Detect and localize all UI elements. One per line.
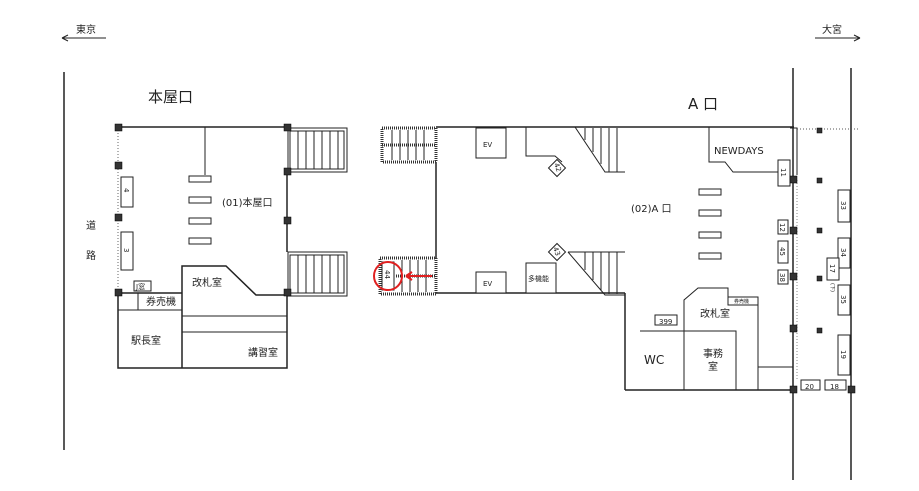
training-room-label: 講習室 bbox=[248, 346, 278, 359]
gate bbox=[188, 217, 212, 225]
gate bbox=[188, 237, 212, 245]
ticket-office-label: 改札室 bbox=[192, 276, 222, 289]
ticket-machines-box bbox=[727, 296, 759, 306]
gate bbox=[698, 252, 722, 260]
pillar-3 bbox=[120, 231, 134, 271]
small-window-box bbox=[133, 280, 152, 292]
road-label-2: 路 bbox=[86, 249, 96, 262]
svg-text:20: 20 bbox=[805, 383, 814, 391]
highlight-number: 44 bbox=[383, 270, 391, 279]
office-label: 事務 bbox=[703, 347, 723, 360]
svg-text:18: 18 bbox=[830, 383, 839, 391]
highlight-arrow-icon bbox=[405, 271, 432, 281]
svg-text:19: 19 bbox=[839, 350, 847, 359]
svg-text:42: 42 bbox=[552, 162, 563, 173]
a-ticket-office-label: 改札室 bbox=[700, 307, 730, 320]
svg-text:45: 45 bbox=[778, 247, 786, 256]
a-exit-area: A 口 NEWDAYS (02)A 口 11 12 45 38 券売機 改札室 … bbox=[624, 68, 860, 480]
svg-text:11: 11 bbox=[779, 168, 787, 177]
svg-text:4: 4 bbox=[122, 188, 130, 193]
direction-left-label: 東京 bbox=[76, 23, 96, 36]
svg-text:17: 17 bbox=[828, 264, 836, 273]
svg-text:399: 399 bbox=[659, 318, 672, 326]
gate bbox=[188, 175, 212, 183]
svg-text:12: 12 bbox=[778, 223, 786, 232]
svg-text:43: 43 bbox=[551, 246, 562, 257]
highlight-circle bbox=[373, 261, 403, 291]
gate bbox=[698, 231, 722, 239]
stairs-honya-lower bbox=[287, 251, 348, 297]
honya-exit-label: (01)本屋口 bbox=[222, 196, 273, 209]
arrow-left-icon bbox=[61, 34, 69, 42]
svg-text:33: 33 bbox=[839, 201, 847, 210]
direction-right-label: 大宮 bbox=[822, 23, 842, 36]
elevator-bottom bbox=[475, 271, 507, 294]
arrow-right-icon bbox=[853, 34, 861, 42]
stairs-honya-upper bbox=[287, 127, 348, 173]
svg-text:35: 35 bbox=[839, 295, 847, 304]
wc-label: WC bbox=[644, 353, 664, 367]
svg-text:3: 3 bbox=[122, 248, 130, 252]
svg-text:券売機: 券売機 bbox=[734, 298, 749, 305]
gate bbox=[188, 196, 212, 204]
elevator-top bbox=[475, 127, 507, 159]
gate bbox=[698, 209, 722, 217]
newdays-shop-label: NEWDAYS bbox=[714, 146, 764, 157]
ticket-machines-label: 券売機 bbox=[146, 295, 176, 308]
honya-title: 本屋口 bbox=[148, 88, 193, 106]
svg-text:38: 38 bbox=[778, 273, 786, 282]
multipurpose-toilet bbox=[525, 262, 557, 294]
direction-tokyo: 東京 bbox=[61, 23, 106, 42]
svg-text:EV: EV bbox=[483, 280, 492, 288]
stairs-center-upper bbox=[380, 126, 438, 164]
station-master-label: 駅長室 bbox=[131, 334, 161, 347]
svg-text:34: 34 bbox=[839, 248, 847, 257]
a-exit-label: (02)A 口 bbox=[631, 204, 672, 215]
gate bbox=[698, 188, 722, 196]
svg-text:多機能: 多機能 bbox=[528, 274, 549, 283]
stairs-43: 43 bbox=[547, 242, 625, 296]
svg-text:J窓: J窓 bbox=[135, 282, 145, 291]
stairs-42: 42 bbox=[547, 126, 625, 178]
honya-exit-area: 本屋口 4 3 (01)本屋口 J窓 改札室 券 bbox=[114, 88, 348, 369]
svg-text:室: 室 bbox=[708, 360, 718, 373]
svg-text:(下): (下) bbox=[829, 283, 835, 292]
road-label-1: 道 bbox=[86, 219, 96, 232]
svg-text:EV: EV bbox=[483, 141, 492, 149]
a-exit-title: A 口 bbox=[688, 95, 718, 113]
direction-omiya: 大宮 bbox=[815, 23, 861, 42]
center-concourse: 44 EV EV 多機能 42 43 bbox=[373, 126, 794, 296]
pillar-4 bbox=[120, 176, 134, 208]
